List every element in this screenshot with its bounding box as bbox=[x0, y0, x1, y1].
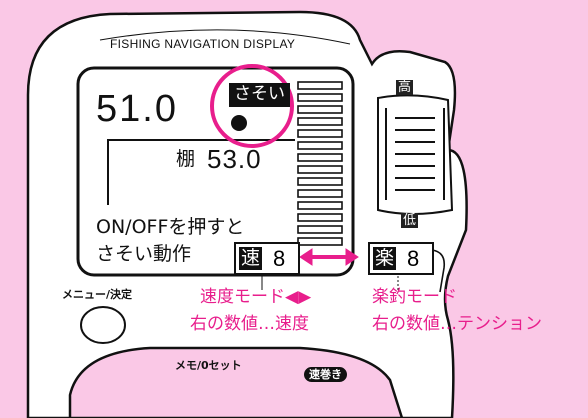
menu-label: メニュー/決定 bbox=[62, 288, 133, 301]
speed-kanji: 速 bbox=[239, 247, 263, 270]
lure-dot bbox=[231, 115, 247, 131]
sasoi-badge: さそい bbox=[229, 83, 290, 107]
raku-value: 8 bbox=[407, 246, 420, 271]
wheel-high-label: 高 bbox=[396, 80, 414, 95]
sasoi-highlight-circle bbox=[210, 64, 294, 148]
menu-button-shape bbox=[80, 306, 126, 344]
speed-mode-indicator: 速 8 bbox=[234, 242, 300, 275]
speed-mode-annotation: 速度モード◀▶ bbox=[200, 287, 312, 307]
bottom-cutout bbox=[68, 346, 404, 418]
current-depth: 51.0 bbox=[96, 88, 178, 130]
menu-button[interactable] bbox=[81, 307, 125, 343]
lcd-screen bbox=[76, 66, 355, 277]
speed-desc-annotation: 右の数値…速度 bbox=[190, 314, 309, 334]
raku-kanji: 楽 bbox=[373, 247, 397, 270]
onoff-instruction-line1: ON/OFFを押すと bbox=[96, 216, 245, 238]
wheel-low-label: 低 bbox=[401, 213, 419, 228]
tana-depth: 53.0 bbox=[207, 144, 262, 174]
memo-reset-button[interactable]: メモ/0セット bbox=[175, 359, 242, 372]
depth-scale-bar bbox=[297, 81, 343, 246]
speed-value: 8 bbox=[273, 246, 286, 271]
raku-mode-annotation: 楽釣モード bbox=[372, 287, 457, 307]
raku-desc-annotation: 右の数値…テンション bbox=[372, 314, 542, 334]
tana-label: 棚 bbox=[176, 148, 196, 170]
raku-mode-indicator: 楽 8 bbox=[368, 242, 434, 275]
device-title: FISHING NAVIGATION DISPLAY bbox=[110, 37, 296, 51]
onoff-instruction-line2: さそい動作 bbox=[96, 243, 192, 265]
thumb-wheel bbox=[377, 94, 454, 215]
fast-reel-button[interactable]: 速巻き bbox=[304, 367, 347, 382]
double-arrow bbox=[299, 248, 359, 266]
